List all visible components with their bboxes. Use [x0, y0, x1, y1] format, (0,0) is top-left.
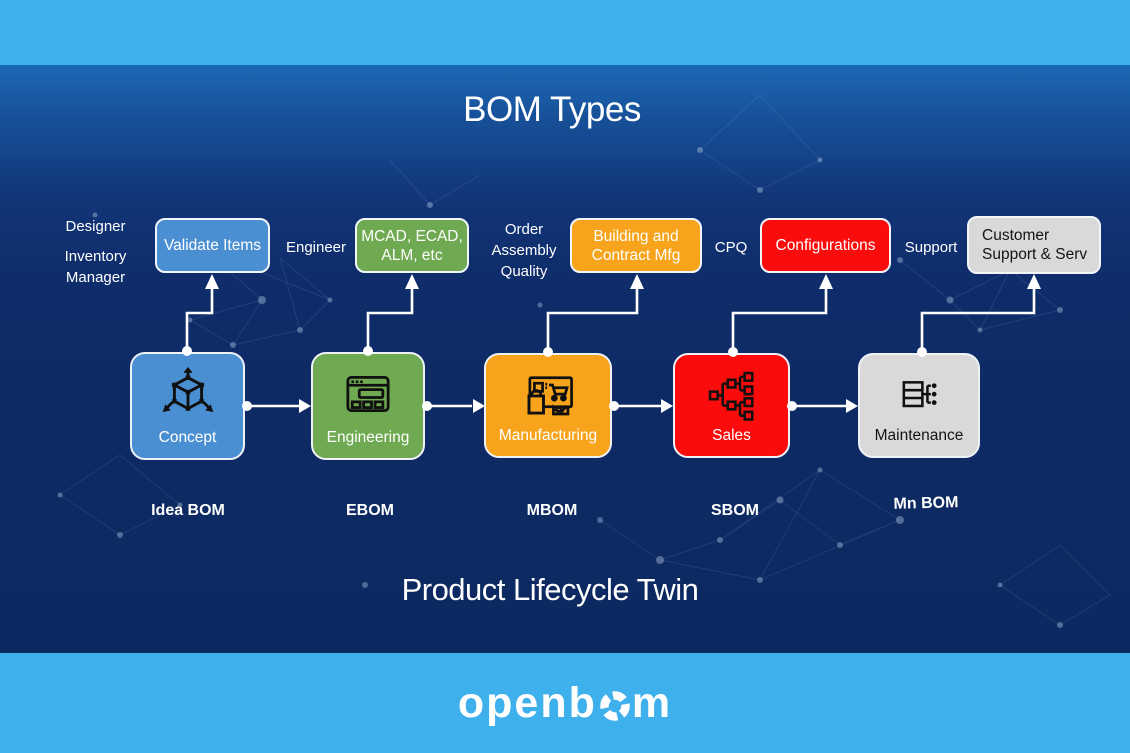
- bom-label-idea-bom: Idea BOM: [151, 502, 225, 519]
- callout-configurations-label: Configurations: [775, 237, 876, 254]
- pos-shopping-icon: [519, 364, 577, 426]
- stage-maintenance-label: Maintenance: [874, 427, 964, 444]
- logo-text-right: m: [631, 678, 673, 727]
- bom-list-icon: [892, 364, 946, 426]
- openbom-logo: openb m: [457, 678, 673, 727]
- stage-engineering-label: Engineering: [326, 429, 410, 446]
- bom-label-ebom: EBOM: [346, 502, 394, 519]
- role-manager-text: Manager: [65, 269, 126, 286]
- stage-concept: Concept: [130, 352, 245, 460]
- stage-concept-label: Concept: [158, 429, 217, 446]
- role-label-order-assembly-quality: Order Assembly Quality: [484, 219, 564, 282]
- callout-mcad-ecad-alm: MCAD, ECAD, ALM, etc: [355, 218, 469, 273]
- stage-manufacturing-label: Manufacturing: [498, 427, 598, 444]
- callout-customer-line2: Support & Serv: [982, 246, 1088, 263]
- role-assembly-text: Assembly: [491, 242, 557, 259]
- page-title: BOM Types: [463, 90, 641, 129]
- role-label-designer-inventory-manager: Designer Inventory Manager: [38, 216, 153, 288]
- stage-engineering: Engineering: [311, 352, 425, 460]
- callout-building-line1: Building and: [593, 227, 679, 245]
- callout-mcad-line1: MCAD, ECAD,: [361, 227, 463, 245]
- segmented-ring-icon: [600, 691, 630, 721]
- bom-label-sbom: SBOM: [711, 502, 759, 519]
- callout-building-contract-mfg: Building and Contract Mfg: [570, 218, 702, 273]
- bottom-band: openb m: [0, 653, 1130, 753]
- callout-customer-support-serv: Customer Support & Serv: [967, 216, 1101, 274]
- stage-manufacturing: Manufacturing: [484, 353, 612, 458]
- callout-customer-line1: Customer: [982, 227, 1050, 244]
- role-quality-text: Quality: [500, 263, 548, 280]
- role-inventory-text: Inventory: [64, 248, 127, 265]
- bom-label-mn-bom: Mn BOM: [893, 494, 959, 513]
- callout-validate-items: Validate Items: [155, 218, 270, 273]
- role-order-text: Order: [504, 221, 544, 238]
- callout-building-line2: Contract Mfg: [591, 246, 681, 264]
- cube-axes-icon: [159, 363, 217, 425]
- callout-mcad-line2: ALM, etc: [381, 246, 443, 264]
- role-label-engineer: Engineer: [285, 239, 347, 256]
- top-band: [0, 0, 1130, 65]
- role-label-cpq: CPQ: [714, 239, 748, 256]
- logo-text-left: openb: [457, 678, 597, 727]
- subtitle: Product Lifecycle Twin: [401, 572, 699, 607]
- role-designer-text: Designer: [65, 218, 126, 235]
- stage-sales: Sales: [673, 353, 790, 458]
- browser-window-icon: [340, 363, 396, 425]
- bom-label-mbom: MBOM: [526, 502, 578, 519]
- role-label-support: Support: [904, 239, 958, 256]
- stage-sales-label: Sales: [712, 427, 751, 444]
- hierarchy-tree-icon: [705, 364, 759, 426]
- stage-maintenance: Maintenance: [858, 353, 980, 458]
- callout-validate-items-label: Validate Items: [163, 237, 262, 254]
- callout-configurations: Configurations: [760, 218, 891, 273]
